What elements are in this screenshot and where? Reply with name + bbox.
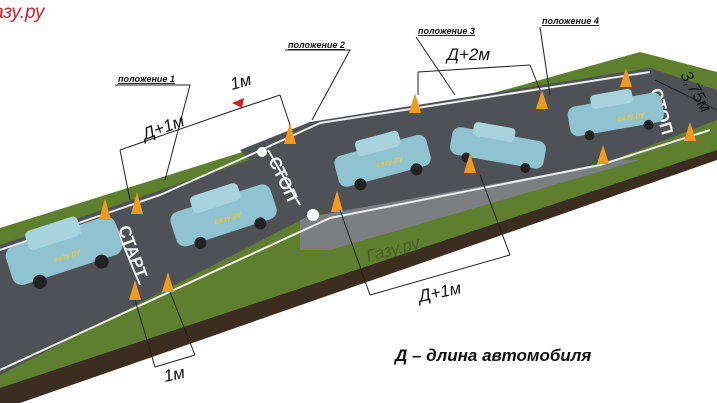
cone-icon [409, 93, 421, 113]
cone-icon [131, 192, 143, 214]
position-2-label: положение 2 [288, 40, 345, 50]
dim-d-plus-1-bottom: Д+1м [415, 278, 463, 306]
dim-1m-bottom: 1м [162, 363, 187, 386]
gravel-strip [300, 160, 640, 250]
car-start: газу.ру [5, 216, 123, 289]
position-1-label: положение 1 [118, 74, 175, 84]
dim-d-plus-2: Д+2м [445, 45, 490, 64]
road-edge-line [0, 129, 711, 371]
position-3-label: положение 3 [418, 26, 475, 36]
cone-icon [99, 198, 111, 220]
traffic-cones [99, 68, 696, 300]
stop-line [267, 149, 301, 206]
site-logo: газу.ру [0, 2, 45, 23]
flag-icon [232, 98, 244, 108]
cone-icon [684, 122, 696, 141]
earth-edge [0, 148, 717, 403]
cone-icon [162, 272, 174, 292]
dimension-lines [115, 26, 717, 368]
dim-1m-top: 1м [228, 70, 254, 94]
car-position-1: газу.ру [170, 183, 277, 249]
position-4-label: положение 4 [542, 16, 599, 26]
cone-icon [536, 90, 548, 109]
dim-d-plus-1-top: Д+1м [138, 111, 187, 144]
cone-icon [284, 122, 296, 144]
marker-dot [307, 209, 319, 221]
car-position-3 [450, 122, 546, 173]
marker-dot [257, 147, 267, 157]
cone-icon [620, 68, 632, 87]
cone-icon [331, 190, 343, 212]
cone-icon [597, 145, 609, 164]
cone-icon [464, 153, 476, 173]
car-position-2: газу.ру [334, 130, 431, 191]
car-position-4: газу.ру [567, 88, 664, 141]
legend-text: Д – длина автомобиля [393, 346, 591, 365]
cone-icon [129, 280, 141, 300]
